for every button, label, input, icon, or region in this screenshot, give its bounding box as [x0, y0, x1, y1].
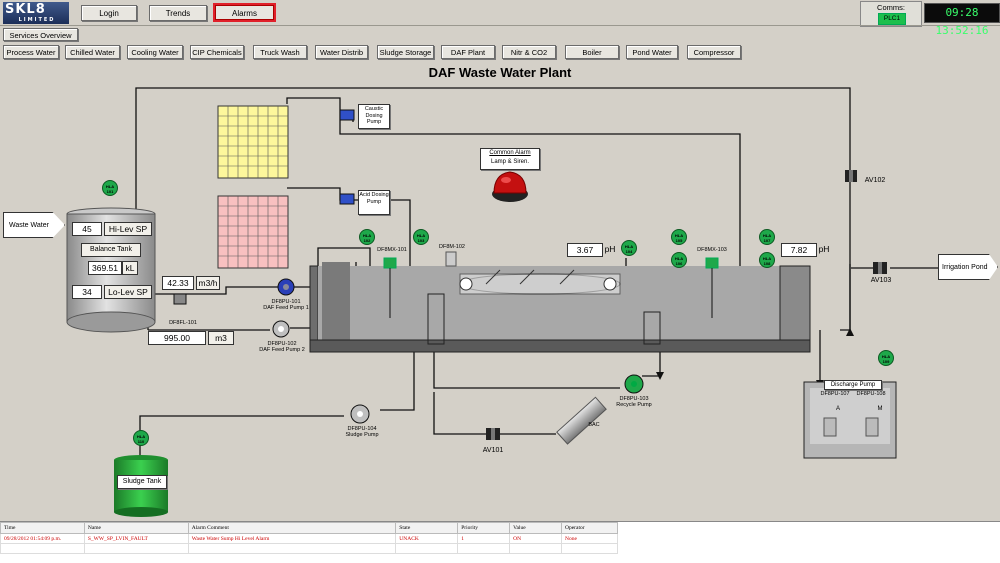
col-state[interactable]: State: [395, 522, 459, 534]
av101-label: AV101: [482, 447, 504, 454]
col-value[interactable]: Value: [509, 522, 563, 534]
sludge-tank-label: Sludge Tank: [117, 475, 167, 489]
lo-lev-sp-label: Lo-Lev SP: [104, 285, 152, 299]
caustic-dosing-pump[interactable]: Caustic Dosing Pump: [358, 104, 390, 129]
nav-daf-plant[interactable]: DAF Plant: [441, 45, 495, 59]
cell-time: 09/28/2012 01:54:09 p.m.: [0, 533, 85, 544]
feed-flow-unit: m3/h: [196, 276, 220, 290]
piping-svg: [66, 87, 938, 517]
pump-m-label: M: [877, 406, 883, 412]
nav-pond-water[interactable]: Pond Water: [626, 45, 678, 59]
waste-water-inlet: Waste Water: [3, 212, 65, 238]
feed-flow-value: 42.33: [162, 276, 194, 290]
comms-label: Comms:: [877, 3, 905, 12]
nav-chilled-water[interactable]: Chilled Water: [65, 45, 120, 59]
ph1-value: 3.67: [567, 243, 603, 257]
col-alarm-comment[interactable]: Alarm Comment: [187, 522, 397, 534]
feed-total-value: 995.00: [148, 331, 206, 345]
ph2-value: 7.82: [781, 243, 817, 257]
cell-priority: 1: [457, 533, 511, 544]
av102-label: AV102: [864, 177, 886, 184]
dafpu107-label: DF8PU-107: [820, 391, 850, 397]
nav-truck-wash[interactable]: Truck Wash: [253, 45, 307, 59]
nav-cip-chemicals[interactable]: CIP Chemicals: [190, 45, 244, 59]
daf-process-diagram: DAF Waste Water Plant: [0, 62, 1000, 519]
col-priority[interactable]: Priority: [457, 522, 511, 534]
acid-dosing-pump[interactable]: Acid Dosing Pump: [358, 190, 390, 215]
nav-water-distrib[interactable]: Water Distrib: [315, 45, 368, 59]
nav-compressor[interactable]: Compressor: [687, 45, 741, 59]
comms-status: Comms: PLC1: [860, 1, 922, 27]
nav-process-water[interactable]: Process Water: [3, 45, 59, 59]
balance-tank-label: Balance Tank: [81, 243, 141, 257]
hi-lev-sp-value[interactable]: 45: [72, 222, 102, 236]
av103-label: AV103: [870, 277, 892, 284]
services-overview-button[interactable]: Services Overview: [3, 28, 78, 41]
balance-tank-unit: kL: [122, 261, 138, 275]
col-time[interactable]: Time: [0, 522, 85, 534]
balance-tank-volume: 369.51: [88, 261, 122, 275]
ph1-unit: pH: [604, 244, 616, 254]
ph2-unit: pH: [818, 244, 830, 254]
cell-operator: None: [561, 533, 618, 544]
trends-button[interactable]: Trends: [149, 5, 207, 21]
hi-lev-sp-label: Hi-Lev SP: [104, 222, 152, 236]
irrigation-pond-outlet: Irrigation Pond: [938, 254, 998, 280]
page-title: DAF Waste Water Plant: [428, 65, 572, 80]
discharge-pump-label: Discharge Pump: [824, 380, 882, 390]
table-row[interactable]: 09/28/2012 01:54:09 p.m. S_WW_SP_LVIN_FA…: [0, 533, 618, 544]
dafm102-label: DF8M-102: [439, 244, 465, 250]
nav-nitr-co2[interactable]: Nitr & CO2: [502, 45, 556, 59]
pump-a-label: A: [835, 406, 840, 412]
nav-boiler[interactable]: Boiler: [565, 45, 619, 59]
dafmx101-label: DF8MX-101: [377, 247, 407, 253]
alarm-table-header: Time Name Alarm Comment State Priority V…: [0, 522, 618, 534]
bac-label: BAC: [588, 422, 600, 428]
cell-state: UNACK: [395, 533, 459, 544]
dafmx103-label: DF8MX-103: [697, 247, 727, 253]
nav-sludge-storage[interactable]: Sludge Storage: [377, 45, 434, 59]
feed-total-unit: m3: [208, 331, 234, 345]
login-button[interactable]: Login: [81, 5, 137, 21]
comms-plc-badge: PLC1: [878, 13, 906, 25]
cell-name: S_WW_SP_LVIN_FAULT: [83, 533, 189, 544]
alarm-table: Time Name Alarm Comment State Priority V…: [0, 522, 618, 554]
col-name[interactable]: Name: [83, 522, 189, 534]
cell-alarm-comment: Waste Water Sump Hi Level Alarm: [187, 533, 397, 544]
cell-value: ON: [509, 533, 563, 544]
table-row: [0, 543, 618, 554]
lo-lev-sp-value[interactable]: 34: [72, 285, 102, 299]
col-operator[interactable]: Operator: [561, 522, 618, 534]
alarm-summary: Time Name Alarm Comment State Priority V…: [0, 521, 1000, 563]
dafpu108-label: DF8PU-108: [856, 391, 886, 397]
nav-cooling-water[interactable]: Cooling Water: [127, 45, 183, 59]
alarms-button[interactable]: Alarms: [213, 3, 276, 22]
dafl101-label: DF8FL-101: [169, 320, 197, 326]
clock-display: 09:28 13:52:16: [924, 3, 1000, 37]
